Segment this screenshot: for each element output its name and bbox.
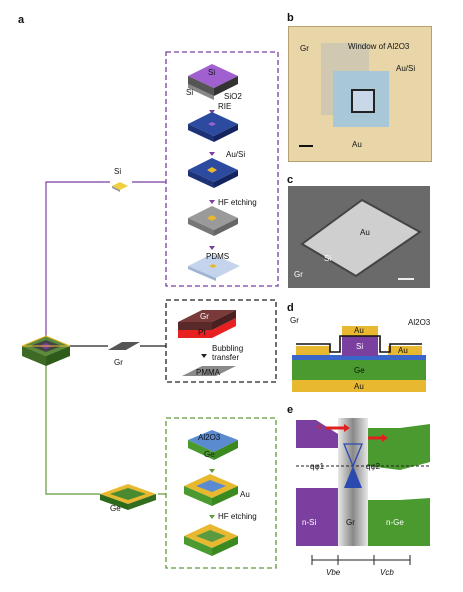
gr-step-2-pmma xyxy=(182,366,236,376)
si-step-sio2-label: SiO2 xyxy=(224,92,242,101)
ge-branch-line xyxy=(45,360,100,495)
band-vbe-label: Vbe xyxy=(326,568,341,577)
sem-drawing xyxy=(300,198,422,280)
sem-gr-label: Gr xyxy=(294,270,303,279)
ge-step-al2o3-label: Al2O3 xyxy=(198,433,221,442)
si-step-bottom-si-label: Si xyxy=(186,88,194,97)
sem-au-label: Au xyxy=(360,228,370,237)
scale-bar xyxy=(299,145,313,147)
sem-si-label: Si xyxy=(324,254,332,263)
band-electron-label: e xyxy=(318,422,323,431)
panel-label-b: b xyxy=(287,12,294,24)
si-step-2 xyxy=(188,112,238,142)
si-process-box xyxy=(165,51,279,287)
si-piece xyxy=(112,182,128,192)
cross-gr-label: Gr xyxy=(290,316,299,325)
cross-si-label: Si xyxy=(356,342,364,351)
si-step-au-si-label: Au/Si xyxy=(226,150,246,159)
micrograph-gr-label: Gr xyxy=(300,44,309,53)
band-nsi-label: n-Si xyxy=(302,518,317,527)
micrograph-au-label: Au xyxy=(352,140,362,149)
au-si-square xyxy=(351,89,375,113)
ge-step-ge-label: Ge xyxy=(204,450,215,459)
si-branch-label: Si xyxy=(114,167,122,176)
si-step-hf-label: HF etching xyxy=(218,198,257,207)
si-step-1 xyxy=(188,64,238,100)
cross-au-bottom-label: Au xyxy=(354,382,364,391)
micrograph-au-si-label: Au/Si xyxy=(396,64,416,73)
gr-step-gr-label: Gr xyxy=(200,312,209,321)
gr-step-pt-label: Pt xyxy=(198,328,206,337)
cross-al2o3-label: Al2O3 xyxy=(408,318,431,327)
si-step-pdms-label: PDMS xyxy=(206,252,230,261)
ge-step-au-label: Au xyxy=(240,490,250,499)
sem-micrograph xyxy=(288,186,430,288)
band-nge-label: n-Ge xyxy=(386,518,404,527)
band-vcb-label: Vcb xyxy=(380,568,394,577)
ge-branch-label: Ge xyxy=(110,504,121,513)
gr-step-pmma-label: PMMA xyxy=(196,368,220,377)
gr-sheet xyxy=(108,342,140,350)
gr-step-bubbling-label: Bubbling xyxy=(212,344,244,353)
cross-au-top-label: Au xyxy=(354,326,364,335)
ge-step-2 xyxy=(184,474,238,506)
band-phi1-label: qφ1 xyxy=(310,462,325,471)
ge-step-1 xyxy=(188,430,238,460)
panel-label-d: d xyxy=(287,302,294,314)
cross-ge-label: Ge xyxy=(354,366,365,375)
cross-au-right-label: Au xyxy=(398,346,408,355)
si-step-5 xyxy=(188,254,240,281)
micrograph-window-label: Window of Al2O3 xyxy=(348,42,410,51)
panel-label-c: c xyxy=(287,174,294,186)
si-step-3 xyxy=(188,158,238,188)
ge-step-hf-label: HF etching xyxy=(218,512,257,521)
final-device-chip xyxy=(21,335,71,366)
gr-step-transfer-label: transfer xyxy=(212,353,240,362)
si-branch-line xyxy=(45,181,110,346)
panel-label-a: a xyxy=(18,14,25,26)
optical-micrograph xyxy=(288,26,432,162)
ge-process-box xyxy=(165,417,277,569)
panel-label-e: e xyxy=(287,404,294,416)
gr-step-1 xyxy=(178,310,236,338)
ge-step-3 xyxy=(184,524,238,556)
band-gr-label: Gr xyxy=(346,518,355,527)
si-step-si-label: Si xyxy=(208,68,216,77)
band-phi2-label: qφ2 xyxy=(366,462,381,471)
ge-chip xyxy=(100,484,156,510)
si-step-4 xyxy=(188,206,238,236)
gr-branch-label: Gr xyxy=(114,358,123,367)
si-step-rie-label: RIE xyxy=(218,102,232,111)
